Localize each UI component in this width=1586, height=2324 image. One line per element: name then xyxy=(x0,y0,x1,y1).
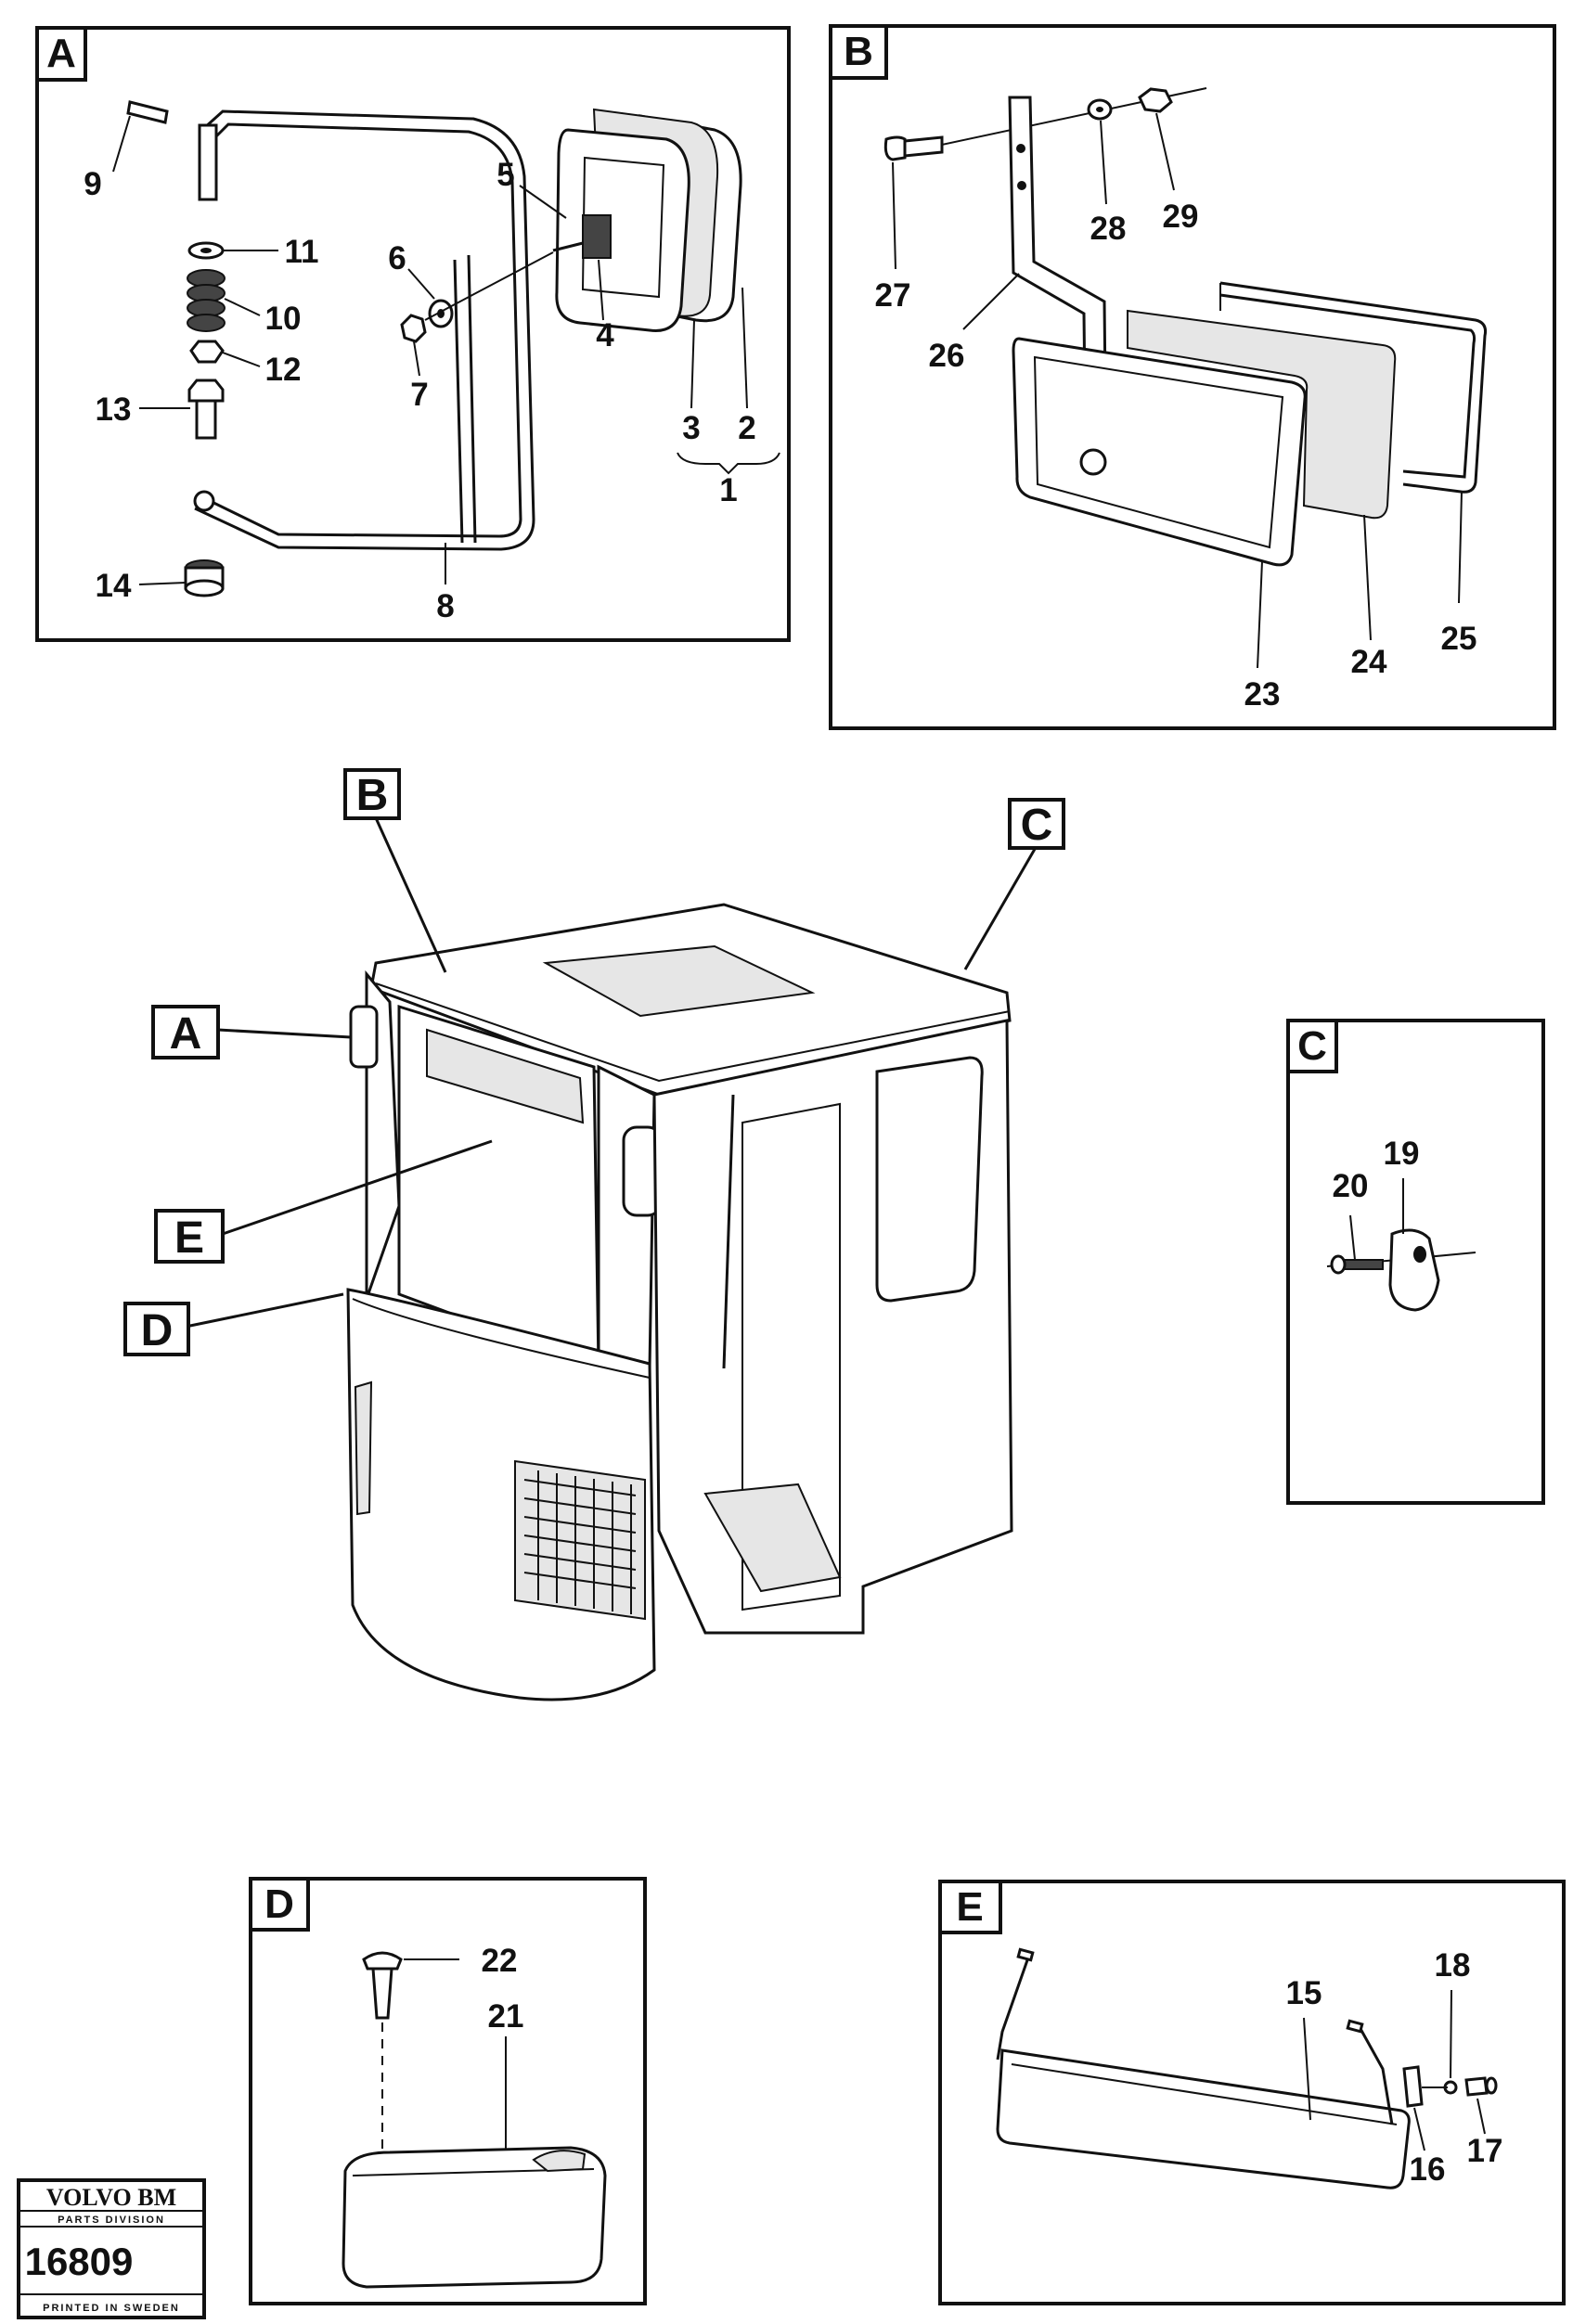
panel-e-frame xyxy=(938,1880,1566,2305)
item-21-cover xyxy=(342,2146,607,2289)
callout-25: 25 xyxy=(1441,621,1477,657)
panel-e-tag xyxy=(938,1880,1002,1934)
item-24-glass xyxy=(1127,309,1397,520)
item-22-screw xyxy=(362,1951,403,2020)
panel-d-letter: D xyxy=(264,1881,294,1927)
bracket-upper-pin xyxy=(198,123,218,201)
main-tag-b xyxy=(343,768,401,820)
callout-1: 1 xyxy=(719,472,737,508)
panel-e: E 15 18 16 17 xyxy=(938,1880,1566,2305)
callout-29: 29 xyxy=(1163,199,1199,235)
front-grille xyxy=(514,1459,646,1621)
callout-26: 26 xyxy=(929,338,965,374)
callout-19: 19 xyxy=(1384,1136,1420,1172)
callout-28: 28 xyxy=(1090,211,1127,247)
panel-b: B 27 28 29 xyxy=(829,24,1556,730)
mirror-bracket-rod xyxy=(194,109,535,551)
door-window xyxy=(875,1056,984,1303)
mirror-head xyxy=(552,108,742,332)
item-7-nut xyxy=(400,314,427,343)
callout-24: 24 xyxy=(1351,644,1387,680)
main-tag-a-letter: A xyxy=(170,1009,202,1059)
item-15-visor xyxy=(996,2048,1411,2189)
main-tag-e xyxy=(154,1209,225,1264)
panel-a-letter: A xyxy=(46,31,76,76)
callout-18: 18 xyxy=(1435,1947,1471,1984)
main-tag-c xyxy=(1008,798,1065,850)
item-25-seal xyxy=(1219,281,1487,494)
callout-6: 6 xyxy=(388,240,406,276)
panel-b-frame xyxy=(829,24,1556,730)
roof-hatch xyxy=(542,944,816,1018)
logo-brand: VOLVO BM xyxy=(46,2184,176,2211)
callout-3: 3 xyxy=(682,410,700,446)
callout-17: 17 xyxy=(1467,2133,1503,2169)
panel-d: D 22 21 xyxy=(249,1877,647,2305)
panel-c-tag xyxy=(1286,1019,1338,1073)
callout-9: 9 xyxy=(84,166,101,202)
side-grille xyxy=(354,1380,373,1516)
cab-mirror-a xyxy=(349,1005,379,1069)
callout-16: 16 xyxy=(1410,2151,1446,2188)
sun-visor xyxy=(426,1028,585,1124)
callout-12: 12 xyxy=(265,352,302,388)
item-9-pin xyxy=(126,100,169,124)
panel-d-frame xyxy=(249,1877,647,2305)
main-tag-d xyxy=(123,1302,190,1356)
item-14-nut xyxy=(184,559,225,597)
item-13-bolt xyxy=(187,379,225,440)
item-12-nut xyxy=(189,340,225,364)
item-27-bolt xyxy=(883,135,944,161)
cab-step xyxy=(703,1483,842,1593)
callout-22: 22 xyxy=(482,1943,518,1979)
main-tag-e-letter: E xyxy=(174,1213,204,1263)
callout-10: 10 xyxy=(265,301,302,337)
logo-division: PARTS DIVISION xyxy=(58,2215,165,2226)
main-tag-b-letter: B xyxy=(356,771,389,820)
callout-27: 27 xyxy=(875,277,911,314)
panel-d-tag xyxy=(249,1877,310,1932)
callout-5: 5 xyxy=(496,157,514,193)
panel-b-letter: B xyxy=(844,29,873,74)
panel-c-frame xyxy=(1286,1019,1545,1505)
callout-11: 11 xyxy=(285,234,319,270)
callout-15: 15 xyxy=(1286,1975,1322,2011)
item-20-screw xyxy=(1330,1254,1384,1275)
panel-a-frame xyxy=(35,26,791,642)
callout-8: 8 xyxy=(436,588,454,624)
item-4-mount xyxy=(582,214,612,259)
panel-b-tag xyxy=(829,24,888,80)
main-tag-d-letter: D xyxy=(141,1306,174,1355)
logo-number: 16809 xyxy=(25,2240,134,2283)
panel-a-tag xyxy=(35,26,87,82)
callout-4: 4 xyxy=(596,317,614,353)
item-19-hook xyxy=(1388,1228,1440,1312)
item-16-bracket xyxy=(1402,2065,1424,2108)
panel-c: C 20 19 xyxy=(1286,1019,1545,1505)
cab-overview: B C A E D xyxy=(123,768,1065,1701)
callout-23: 23 xyxy=(1244,676,1281,713)
panel-a: A xyxy=(35,26,791,642)
item-23-mirror-housing xyxy=(1012,337,1307,567)
callout-13: 13 xyxy=(96,392,132,428)
callout-2: 2 xyxy=(738,410,755,446)
panel-e-letter: E xyxy=(956,1884,983,1930)
item-17-screw xyxy=(1464,2076,1498,2097)
callout-14: 14 xyxy=(96,568,132,604)
main-tag-c-letter: C xyxy=(1021,801,1053,850)
item-29-nut xyxy=(1138,87,1173,113)
main-tag-a xyxy=(151,1005,220,1059)
callout-20: 20 xyxy=(1333,1168,1369,1204)
volvo-bm-logo-block: VOLVO BM PARTS DIVISION 16809 PRINTED IN… xyxy=(17,2178,206,2319)
callout-7: 7 xyxy=(410,377,428,413)
logo-footer: PRINTED IN SWEDEN xyxy=(43,2303,180,2314)
item-10-spring xyxy=(187,269,226,332)
callout-21: 21 xyxy=(488,1998,524,2035)
panel-c-letter: C xyxy=(1297,1023,1327,1069)
